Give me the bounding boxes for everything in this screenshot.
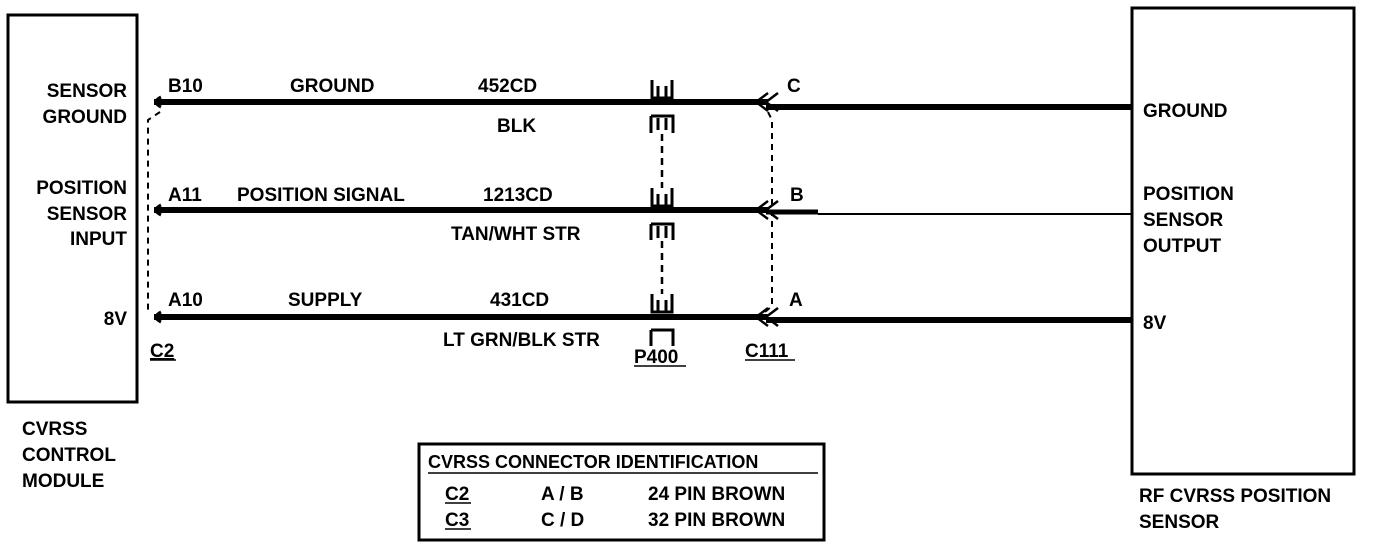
- wire-function: SUPPLY: [288, 290, 363, 311]
- right-pin-label: 8V: [1143, 313, 1167, 334]
- legend-desc: 24 PIN BROWN: [648, 484, 785, 505]
- wire-color: BLK: [497, 116, 536, 137]
- legend-conn: C3: [445, 510, 469, 531]
- module-name-line: CVRSS: [22, 419, 87, 440]
- terminal-letter: A: [789, 290, 803, 311]
- wire-supply: [154, 307, 1132, 327]
- wire-position-signal: [154, 200, 1132, 220]
- pin-id: A11: [168, 185, 202, 206]
- legend-desc: 32 PIN BROWN: [648, 510, 785, 531]
- p400-connector-id: P400: [634, 347, 678, 368]
- sensor-name-line: RF CVRSS POSITION: [1139, 486, 1331, 507]
- circuit-number: 431CD: [490, 290, 549, 311]
- legend-pins: C / D: [541, 510, 584, 531]
- right-pin-label: OUTPUT: [1143, 236, 1222, 257]
- pin-id: B10: [168, 76, 203, 97]
- right-pin-label: SENSOR: [1143, 210, 1224, 231]
- module-name-line: MODULE: [22, 471, 104, 492]
- right-pin-label: POSITION: [1143, 184, 1234, 205]
- left-pin-label: 8V: [104, 309, 128, 330]
- legend-pins: A / B: [541, 484, 584, 505]
- wire-function: POSITION SIGNAL: [237, 185, 405, 206]
- left-pin-label: GROUND: [43, 107, 127, 128]
- position-sensor-box: [1130, 6, 1356, 476]
- pin-id: A10: [168, 290, 203, 311]
- connector-legend: CVRSS CONNECTOR IDENTIFICATION C2 A / B …: [417, 442, 826, 542]
- control-module-box: [6, 13, 139, 404]
- wire-color: TAN/WHT STR: [451, 224, 581, 245]
- p400-inline-connector: [649, 80, 675, 346]
- terminal-letter: B: [790, 185, 804, 206]
- wire-function: GROUND: [290, 76, 374, 97]
- c2-connector-outline: [147, 111, 161, 312]
- legend-title: CVRSS CONNECTOR IDENTIFICATION: [428, 452, 758, 472]
- wire-ground: [154, 92, 1132, 112]
- left-pin-label: POSITION: [36, 178, 127, 199]
- module-name-line: CONTROL: [22, 445, 116, 466]
- legend-conn: C2: [445, 484, 469, 505]
- sensor-name-line: SENSOR: [1139, 512, 1220, 533]
- c111-connector-id: C111: [745, 341, 789, 362]
- terminal-letter: C: [787, 76, 801, 97]
- circuit-number: 452CD: [478, 76, 537, 97]
- left-pin-label: INPUT: [70, 229, 127, 250]
- c2-connector-id: C2: [150, 341, 174, 362]
- right-pin-label: GROUND: [1143, 101, 1227, 122]
- wire-color: LT GRN/BLK STR: [443, 330, 600, 351]
- left-pin-label: SENSOR: [47, 204, 128, 225]
- left-pin-label: SENSOR: [47, 81, 128, 102]
- circuit-number: 1213CD: [483, 185, 553, 206]
